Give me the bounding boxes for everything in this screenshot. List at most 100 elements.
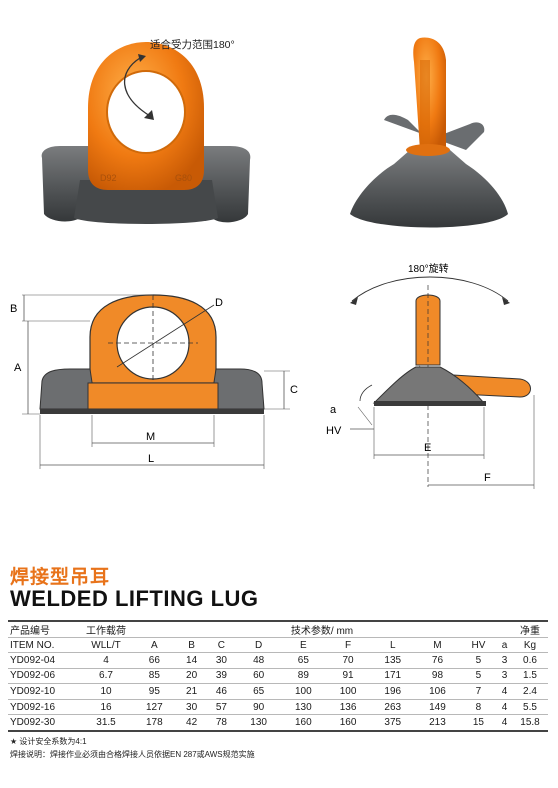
- cell: 106: [415, 683, 460, 700]
- cell: 3: [497, 652, 512, 669]
- cell: 70: [325, 652, 371, 669]
- cell: 15: [459, 714, 498, 732]
- spec-table: 产品编号 工作载荷 技术参数/ mm 净重 ITEM NO. WLL/T A B…: [8, 620, 548, 732]
- cell-wll: 16: [80, 698, 132, 715]
- cell-item: YD092-16: [8, 698, 80, 715]
- header-weight-unit: Kg: [512, 637, 548, 653]
- cell: 149: [415, 698, 460, 715]
- cell-weight: 2.4: [512, 683, 548, 700]
- front-photo: D92 G80 适合受力范围180°: [41, 38, 251, 224]
- cell: 30: [206, 652, 237, 669]
- dim-label-hv: HV: [326, 425, 342, 437]
- cell: 85: [132, 667, 177, 684]
- dim-label-weld-a: a: [330, 404, 337, 416]
- dim-label-f: F: [484, 472, 491, 484]
- cell: 90: [236, 698, 281, 715]
- cell: 5: [459, 652, 498, 669]
- cell: 65: [281, 652, 326, 669]
- cell-weight: 5.5: [512, 698, 548, 715]
- cell: 160: [281, 714, 326, 732]
- cell: 7: [459, 683, 498, 700]
- rotation-180-label: 180°旋转: [408, 262, 449, 275]
- header-col-hv: HV: [459, 637, 498, 653]
- header-col-l: L: [370, 637, 416, 653]
- cell: 160: [325, 714, 371, 732]
- cell-item: YD092-10: [8, 683, 80, 700]
- cell: 14: [176, 652, 207, 669]
- cell: 42: [176, 714, 207, 732]
- notes: ★ 设计安全系数为4:1 焊接说明：焊接作业必须由合格焊接人员依据EN 287或…: [10, 735, 255, 761]
- cell-wll: 6.7: [80, 667, 132, 684]
- header-item-code-en: ITEM NO.: [8, 637, 80, 653]
- cell: 127: [132, 698, 177, 715]
- cell: 171: [370, 667, 416, 684]
- cell: 100: [325, 683, 371, 700]
- rotation-arrow-icon: [124, 57, 151, 117]
- header-col-f: F: [325, 637, 371, 653]
- dim-label-c: C: [290, 384, 298, 396]
- cell: 60: [236, 667, 281, 684]
- cell: 130: [236, 714, 281, 732]
- cell-wll: 4: [80, 652, 132, 669]
- header-col-e: E: [281, 637, 326, 653]
- rotation-range-label: 适合受力范围180°: [150, 38, 235, 51]
- table-row: YD092-04 4 66 14 30 48 65 70 135 76 5 3 …: [8, 652, 548, 669]
- product-title-cn: 焊接型吊耳: [10, 567, 111, 588]
- technical-drawings: B A C D M L 180°旋转 a HV E: [10, 262, 535, 489]
- cell-weight: 1.5: [512, 667, 548, 684]
- cell: 100: [281, 683, 326, 700]
- cell: 4: [497, 714, 512, 732]
- cell: 213: [415, 714, 460, 732]
- cell: 5: [459, 667, 498, 684]
- table-row: YD092-16 16 127 30 57 90 130 136 263 149…: [8, 698, 548, 715]
- header-col-weld-a: a: [497, 637, 512, 653]
- dim-label-m: M: [146, 431, 155, 443]
- cell: 91: [325, 667, 371, 684]
- cell: 98: [415, 667, 460, 684]
- table-row: YD092-30 31.5 178 42 78 130 160 160 375 …: [8, 714, 548, 732]
- product-photos: D92 G80 适合受力范围180°: [41, 37, 508, 228]
- cell: 39: [206, 667, 237, 684]
- cell: 8: [459, 698, 498, 715]
- cell: 130: [281, 698, 326, 715]
- header-col-b: B: [176, 637, 207, 653]
- header-wll-en: WLL/T: [80, 637, 132, 653]
- header-col-a: A: [132, 637, 177, 653]
- cell: 196: [370, 683, 416, 700]
- header-tech-params: 技术参数/ mm: [132, 620, 512, 638]
- safety-factor-note: ★ 设计安全系数为4:1: [10, 737, 87, 746]
- cell: 263: [370, 698, 416, 715]
- ring-mark-right: G80: [175, 173, 192, 183]
- cell: 4: [497, 683, 512, 700]
- header-col-d: D: [236, 637, 281, 653]
- cell: 136: [325, 698, 371, 715]
- cell-wll: 10: [80, 683, 132, 700]
- cell: 76: [415, 652, 460, 669]
- cell: 95: [132, 683, 177, 700]
- dim-label-e: E: [424, 442, 431, 454]
- table-row: YD092-06 6.7 85 20 39 60 89 91 171 98 5 …: [8, 667, 548, 684]
- front-dimension-drawing: B A C D M L: [10, 294, 298, 469]
- dim-label-b: B: [10, 303, 17, 315]
- cell: 21: [176, 683, 207, 700]
- header-col-m: M: [415, 637, 460, 653]
- cell: 135: [370, 652, 416, 669]
- header-row: ITEM NO. WLL/T A B C D E F L M HV a Kg: [8, 637, 548, 653]
- cell: 65: [236, 683, 281, 700]
- cell: 48: [236, 652, 281, 669]
- cell: 3: [497, 667, 512, 684]
- cell: 46: [206, 683, 237, 700]
- cell: 89: [281, 667, 326, 684]
- cell: 178: [132, 714, 177, 732]
- header-item-code-cn: 产品编号: [8, 620, 80, 638]
- cell: 78: [206, 714, 237, 732]
- side-photo: [350, 37, 508, 228]
- cell: 66: [132, 652, 177, 669]
- cell-item: YD092-06: [8, 667, 80, 684]
- dim-label-d: D: [215, 297, 223, 309]
- cell-weight: 15.8: [512, 714, 548, 732]
- header-col-c: C: [206, 637, 237, 653]
- header-weight-cn: 净重: [512, 620, 548, 638]
- cell: 4: [497, 698, 512, 715]
- ring-mark-left: D92: [100, 173, 117, 183]
